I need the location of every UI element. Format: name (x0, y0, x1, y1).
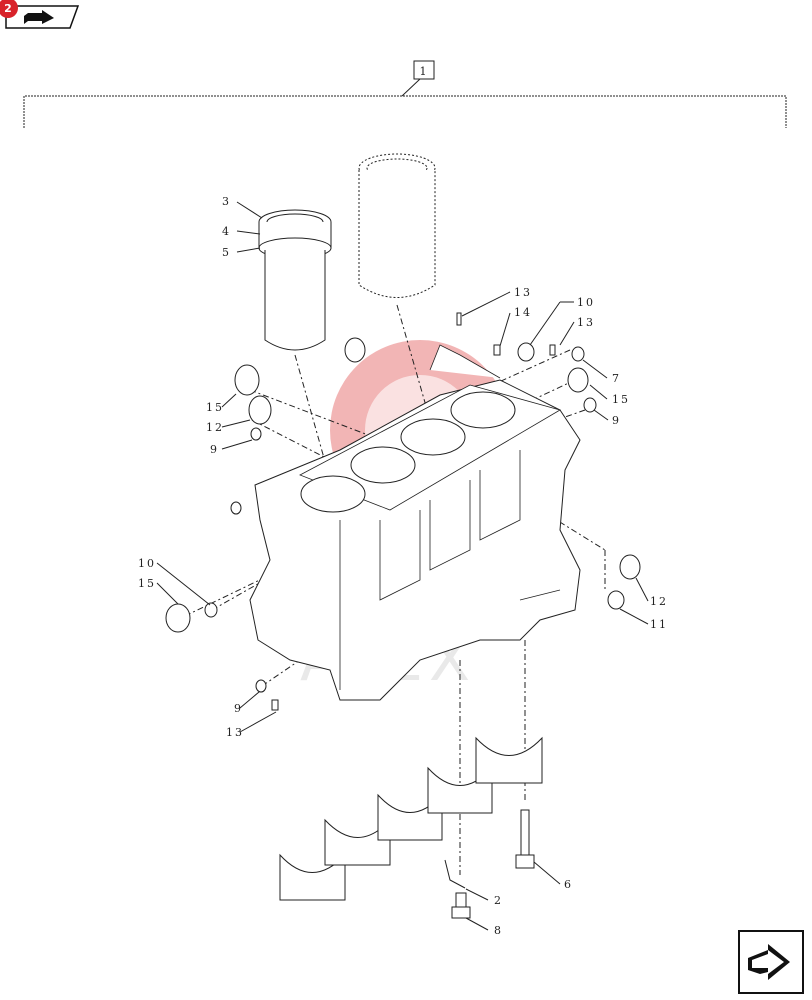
callout-7: 7 (612, 372, 621, 385)
cylinder-liner-ghost (358, 153, 436, 298)
notification-badge: 2 (0, 0, 18, 18)
callout-12-left: 12 (206, 421, 224, 434)
callout-5: 5 (222, 246, 231, 259)
callout-14: 14 (514, 306, 532, 319)
callout-leaders (156, 201, 649, 931)
assembly-bracket: 1 (23, 60, 787, 128)
callout-2: 2 (494, 894, 503, 907)
previous-page-icon (5, 5, 80, 29)
next-page-icon (738, 930, 804, 994)
callout-11: 11 (650, 618, 668, 631)
callout-9-lower: 9 (234, 702, 243, 715)
main-bearing-caps (279, 736, 543, 901)
callout-4: 4 (222, 225, 231, 238)
plugs-and-seals (165, 312, 641, 711)
callout-13-right: 13 (577, 316, 595, 329)
callout-13-top: 13 (514, 286, 532, 299)
cylinder-liner (258, 209, 332, 351)
assembly-lines (184, 304, 606, 875)
callout-6: 6 (564, 878, 573, 891)
callout-13-lower: 13 (226, 726, 244, 739)
callout-15-left: 15 (206, 401, 224, 414)
callout-9-left: 9 (210, 443, 219, 456)
callout-8: 8 (494, 924, 503, 937)
callout-labels: 3 4 5 13 14 10 13 7 15 9 15 12 9 10 15 1… (138, 195, 668, 937)
callout-9-right: 9 (612, 414, 621, 427)
callout-10-left: 10 (138, 557, 156, 570)
callout-15-lower: 15 (138, 577, 156, 590)
callout-10-top: 10 (577, 296, 595, 309)
callout-15-right: 15 (612, 393, 630, 406)
callout-3: 3 (222, 195, 231, 208)
engine-block (249, 344, 581, 701)
callout-12-right: 12 (650, 595, 668, 608)
previous-page-button[interactable]: 2 (0, 0, 80, 30)
bearing-cap-bolts (444, 809, 535, 919)
assembly-reference-label: 1 (420, 65, 429, 78)
next-page-button[interactable] (738, 930, 804, 994)
